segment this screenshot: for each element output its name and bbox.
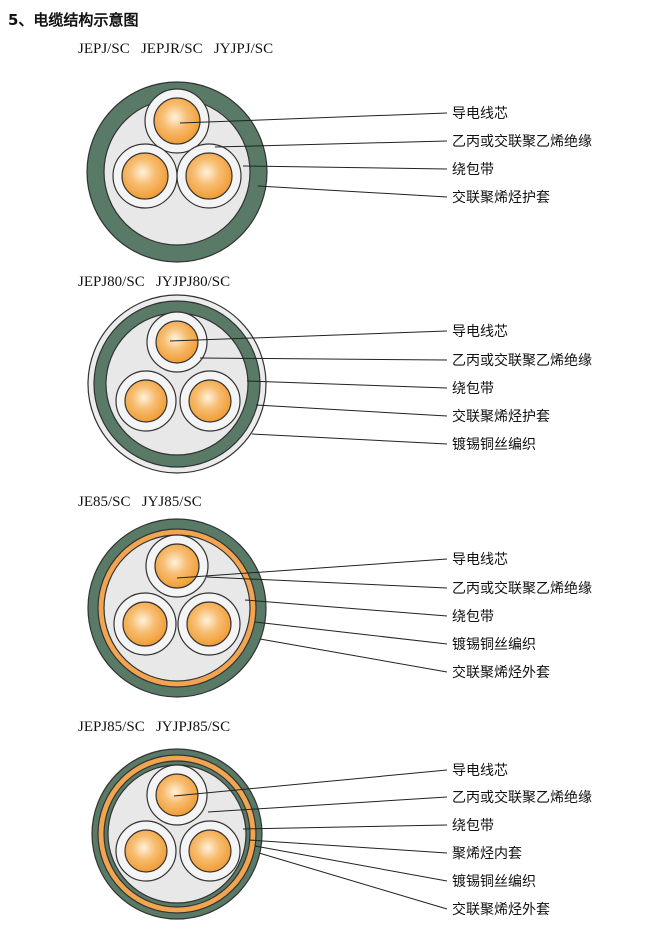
conductor-core xyxy=(188,829,232,873)
conductor-core xyxy=(124,379,168,423)
layer-label: 绕包带 xyxy=(452,381,494,397)
layer-label: 镀锡铜丝编织 xyxy=(452,636,536,653)
cable-3-cross-section xyxy=(87,518,267,698)
cable-3-model: JE85/SC JYJ85/SC xyxy=(78,494,202,510)
cable-4-leaders xyxy=(173,769,448,910)
layer-label: 交联聚烯烃护套 xyxy=(452,408,550,425)
cable-1-model: JEPJ/SC JEPJR/SC JYJPJ/SC xyxy=(78,41,273,57)
layer-label: 绕包带 xyxy=(452,162,494,178)
layer-label: 镀锡铜丝编织 xyxy=(452,436,536,453)
cable-4: JEPJ85/SC JYJPJ85/SC 导电线芯 xyxy=(78,719,592,920)
insulated-cores xyxy=(115,311,241,432)
conductor-core xyxy=(124,829,168,873)
layer-label: 乙丙或交联聚乙烯绝缘 xyxy=(452,580,592,597)
layer-label: 导电线芯 xyxy=(452,552,508,568)
layer-label: 乙丙或交联聚乙烯绝缘 xyxy=(452,352,592,369)
layer-label: 交联聚烯烃外套 xyxy=(452,664,550,681)
conductor-core xyxy=(122,601,168,647)
conductor-core xyxy=(185,152,233,200)
insulated-cores xyxy=(112,88,242,209)
cable-3-labels: 导电线芯 乙丙或交联聚乙烯绝缘 绕包带 镀锡铜丝编织 交联聚烯烃外套 xyxy=(452,552,592,681)
page-title: 5、电缆结构示意图 xyxy=(8,11,138,29)
layer-label: 导电线芯 xyxy=(452,763,508,779)
cable-2-cross-section xyxy=(87,294,267,474)
layer-label: 导电线芯 xyxy=(452,106,508,122)
cable-1: JEPJ/SC JEPJR/SC JYJPJ/SC 导电线芯 乙丙或交联聚乙烯绝… xyxy=(78,41,592,263)
conductor-core xyxy=(153,97,201,145)
insulated-cores xyxy=(115,764,241,882)
cable-2-leaders xyxy=(169,330,448,445)
cable-2: JEPJ80/SC JYJPJ80/SC 导电线芯 乙丙或交联聚乙烯绝缘 xyxy=(78,274,592,474)
cable-3: JE85/SC JYJ85/SC 导电线芯 乙丙或交联聚乙烯绝缘 xyxy=(78,494,592,698)
conductor-core xyxy=(155,773,199,817)
conductor-core xyxy=(154,543,200,589)
cable-3-leaders xyxy=(176,558,448,673)
cable-1-labels: 导电线芯 乙丙或交联聚乙烯绝缘 绕包带 交联聚烯烃护套 xyxy=(452,106,592,206)
layer-label: 聚烯烃内套 xyxy=(452,846,522,862)
conductor-core xyxy=(155,320,199,364)
cable-2-labels: 导电线芯 乙丙或交联聚乙烯绝缘 绕包带 交联聚烯烃护套 镀锡铜丝编织 xyxy=(452,324,592,453)
layer-label: 导电线芯 xyxy=(452,324,508,340)
layer-label: 乙丙或交联聚乙烯绝缘 xyxy=(452,789,592,806)
cable-4-model: JEPJ85/SC JYJPJ85/SC xyxy=(78,719,230,735)
conductor-core xyxy=(186,601,232,647)
conductor-core xyxy=(121,152,169,200)
cable-1-leaders xyxy=(179,112,448,198)
layer-label: 乙丙或交联聚乙烯绝缘 xyxy=(452,133,592,150)
layer-label: 交联聚烯烃外套 xyxy=(452,901,550,918)
cable-2-model: JEPJ80/SC JYJPJ80/SC xyxy=(78,274,230,290)
cable-4-cross-section xyxy=(91,748,263,920)
layer-label: 绕包带 xyxy=(452,818,494,834)
conductor-core xyxy=(188,379,232,423)
cable-1-cross-section xyxy=(86,81,268,263)
layer-label: 绕包带 xyxy=(452,609,494,625)
layer-label: 交联聚烯烃护套 xyxy=(452,189,550,206)
insulated-cores xyxy=(113,534,241,656)
cable-4-labels: 导电线芯 乙丙或交联聚乙烯绝缘 绕包带 聚烯烃内套 镀锡铜丝编织 交联聚烯烃外套 xyxy=(452,763,592,918)
layer-label: 镀锡铜丝编织 xyxy=(452,873,536,890)
